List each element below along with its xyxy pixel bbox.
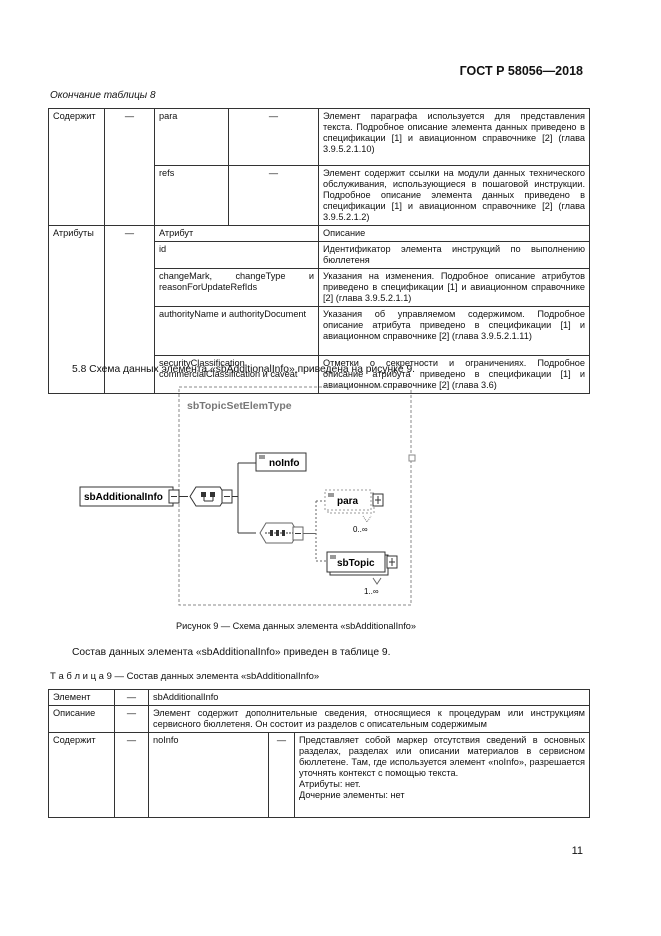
table-cell: Описание (48, 705, 115, 733)
sequence-compositor-icon (189, 486, 227, 507)
sbtopic-element-label: sbTopic (337, 558, 375, 569)
table-cell: Представляет собой маркер отсутствия све… (294, 732, 590, 818)
noinfo-element-box (255, 452, 307, 472)
cell-text: Представляет собой маркер отсутствия све… (299, 735, 585, 778)
table-cell: — (228, 108, 319, 166)
table-cell: changeMark, changeType и reasonForUpdate… (154, 268, 319, 307)
table-row: securityClassification, commercialClassi… (49, 355, 590, 394)
table-cell: — (228, 165, 319, 226)
table-cell: refs (154, 165, 229, 226)
table-cell: Отметки о секретности и ограничениях. По… (318, 355, 590, 394)
root-element-label: sbAdditionalInfo (84, 492, 163, 503)
table-cell: Указания об управляемом содержимом. Подр… (318, 306, 590, 356)
table-row: Содержит — para — Элемент параграфа испо… (48, 108, 590, 226)
cell-text: Дочерние элементы: нет (299, 790, 405, 800)
table-row: authorityName и authorityDocument Указан… (49, 306, 590, 356)
table-cell: — (114, 705, 149, 733)
figure-caption: Рисунок 9 — Схема данных элемента «sbAdd… (176, 621, 417, 631)
table-cell: Идентификатор элемента инструкций по вып… (318, 241, 590, 269)
page-number: 11 (571, 845, 583, 857)
scroll-marker (408, 454, 416, 462)
table-row: Атрибуты — Атрибут Описание (48, 225, 590, 394)
table-cell: Элемент (48, 689, 115, 706)
para-cardinality: 0..∞ (353, 525, 368, 534)
table-cell: — (104, 225, 155, 394)
table-cell: noInfo (148, 732, 269, 818)
table-cell: — (104, 108, 155, 226)
table9-caption-prefix: Т а б л и ц а (50, 671, 104, 682)
table9: Элемент — sbAdditionalInfo Описание — Эл… (48, 689, 590, 818)
table-cell: Элемент содержит дополнительные сведения… (148, 705, 590, 733)
table-cell: Элемент содержит ссылки на модули данных… (318, 165, 590, 226)
table-cell: Содержит (48, 108, 105, 226)
table8-caption: Окончание таблицы 8 (50, 90, 156, 101)
table-cell: Содержит (48, 732, 115, 818)
table-cell: para (154, 108, 229, 166)
table-cell: Описание (318, 225, 590, 242)
table-cell: id (154, 241, 319, 269)
table-row: Элемент — sbAdditionalInfo (48, 689, 590, 706)
table-cell: sbAdditionalInfo (148, 689, 590, 706)
table-cell: Указания на изменения. Подробное описани… (318, 268, 590, 307)
cell-text: Атрибуты: нет. (299, 779, 361, 789)
sbtopic-cardinality: 1..∞ (364, 587, 379, 596)
table-cell: Атрибут (154, 225, 319, 242)
table-cell: — (114, 689, 149, 706)
para-element-label: para (337, 496, 359, 507)
type-name-label: sbTopicSetElemType (187, 400, 292, 412)
document-id: ГОСТ Р 58056—2018 (459, 64, 583, 78)
table-cell: authorityName и authorityDocument (154, 306, 319, 356)
table-row: changeMark, changeType и reasonForUpdate… (49, 268, 590, 307)
table-cell: — (268, 732, 295, 818)
noinfo-element-label: noInfo (269, 458, 300, 469)
table-row: Описание — Элемент содержит дополнительн… (48, 705, 590, 733)
table-cell: Атрибуты (48, 225, 105, 394)
table9-caption: Т а б л и ц а 9 — Состав данных элемента… (50, 671, 319, 682)
table-row: Содержит — noInfo — Представляет собой м… (48, 732, 590, 818)
table-cell: — (114, 732, 149, 818)
schema-diagram: sbTopicSetElemType sbAdditionalInfo noIn… (79, 386, 416, 606)
table8: Содержит — para — Элемент параграфа испо… (48, 108, 590, 394)
paragraph-table9-intro: Состав данных элемента «sbAdditionalInfo… (72, 647, 391, 658)
table9-caption-text: 9 — Состав данных элемента «sbAdditional… (103, 671, 320, 682)
paragraph-5-8: 5.8 Схема данных элемента «sbAdditionalI… (72, 364, 416, 375)
table-cell: Элемент параграфа используется для предс… (318, 108, 590, 166)
